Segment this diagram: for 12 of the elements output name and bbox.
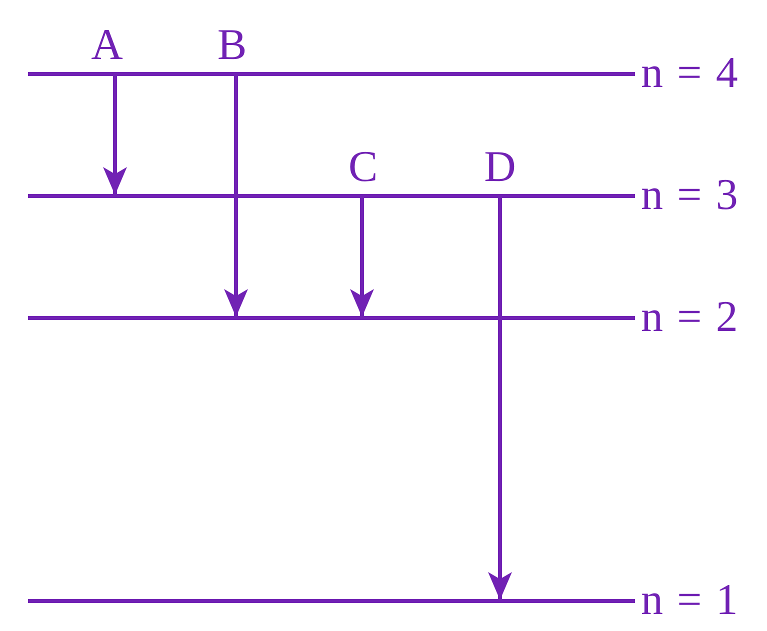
level-label: n = 2 <box>641 295 738 339</box>
edge-label: D <box>484 145 516 189</box>
edge-label: B <box>217 23 247 67</box>
level-label: n = 1 <box>641 578 738 622</box>
level-label: n = 3 <box>641 173 738 217</box>
arrow <box>103 76 127 195</box>
arrow <box>224 76 248 317</box>
level-label: n = 4 <box>641 51 738 95</box>
arrow <box>488 198 512 600</box>
edge-label: A <box>91 23 123 67</box>
arrow <box>350 198 374 317</box>
edge-label: C <box>348 145 378 189</box>
